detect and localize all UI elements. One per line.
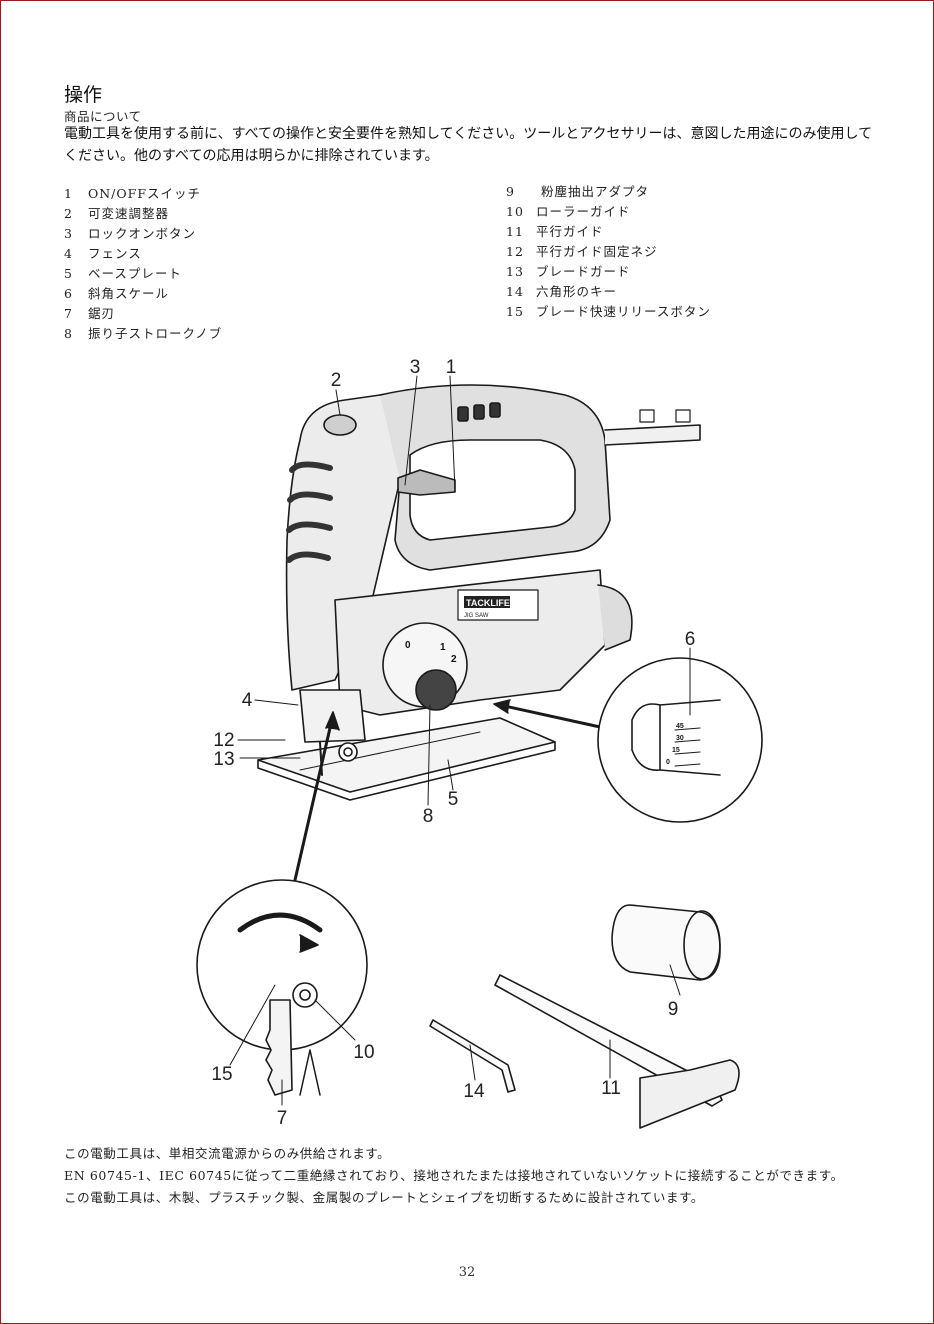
callout-15: 15 [211,1064,232,1085]
callout-1: 1 [446,357,457,378]
callout-6: 6 [685,629,696,650]
dial-mark-1: 1 [440,642,446,653]
section-subtitle: 商品について [64,109,142,124]
page-title: 操作 [64,84,103,106]
bevel-mark-30: 30 [676,735,684,742]
callout-11: 11 [601,1078,621,1099]
bevel-mark-45: 45 [676,723,684,730]
dial-mark-0: 0 [405,640,411,651]
callout-5: 5 [448,789,459,810]
bevel-mark-15: 15 [672,747,680,754]
callout-9: 9 [668,999,679,1020]
part-item: 9 粉塵抽出アダプタ [506,184,649,199]
callout-13: 13 [213,749,234,770]
footer-line: この電動工具は、単相交流電源からのみ供給されます。 [64,1146,391,1161]
footer-line: EN 60745-1、IEC 60745に従って二重絶縁されており、接地されたま… [64,1168,844,1183]
callout-14: 14 [463,1081,485,1102]
callout-3: 3 [410,357,421,378]
brand-label: TACKLIFE [466,598,510,608]
jigsaw-diagram: 3 1 2 6 4 12 13 5 8 9 10 15 11 14 7 TACK… [196,357,763,1129]
callout-2: 2 [331,370,342,391]
footer-notes: この電動工具は、単相交流電源からのみ供給されます。 EN 60745-1、IEC… [64,1143,884,1209]
model-label: JIG SAW [464,613,489,619]
footer-line: この電動工具は、木製、プラスチック製、金属製のプレートとシェイプを切断するために… [64,1190,705,1205]
intro-paragraph: 電動工具を使用する前に、すべての操作と安全要件を熟知してください。ツールとアクセ… [64,126,873,164]
page-number: 32 [458,1265,476,1280]
callout-12: 12 [213,730,234,751]
callout-10: 10 [353,1042,374,1063]
callout-7: 7 [277,1108,288,1129]
callout-4: 4 [242,690,253,711]
bevel-mark-0: 0 [666,759,670,766]
dial-mark-2: 2 [451,654,457,665]
callout-8: 8 [423,806,434,827]
